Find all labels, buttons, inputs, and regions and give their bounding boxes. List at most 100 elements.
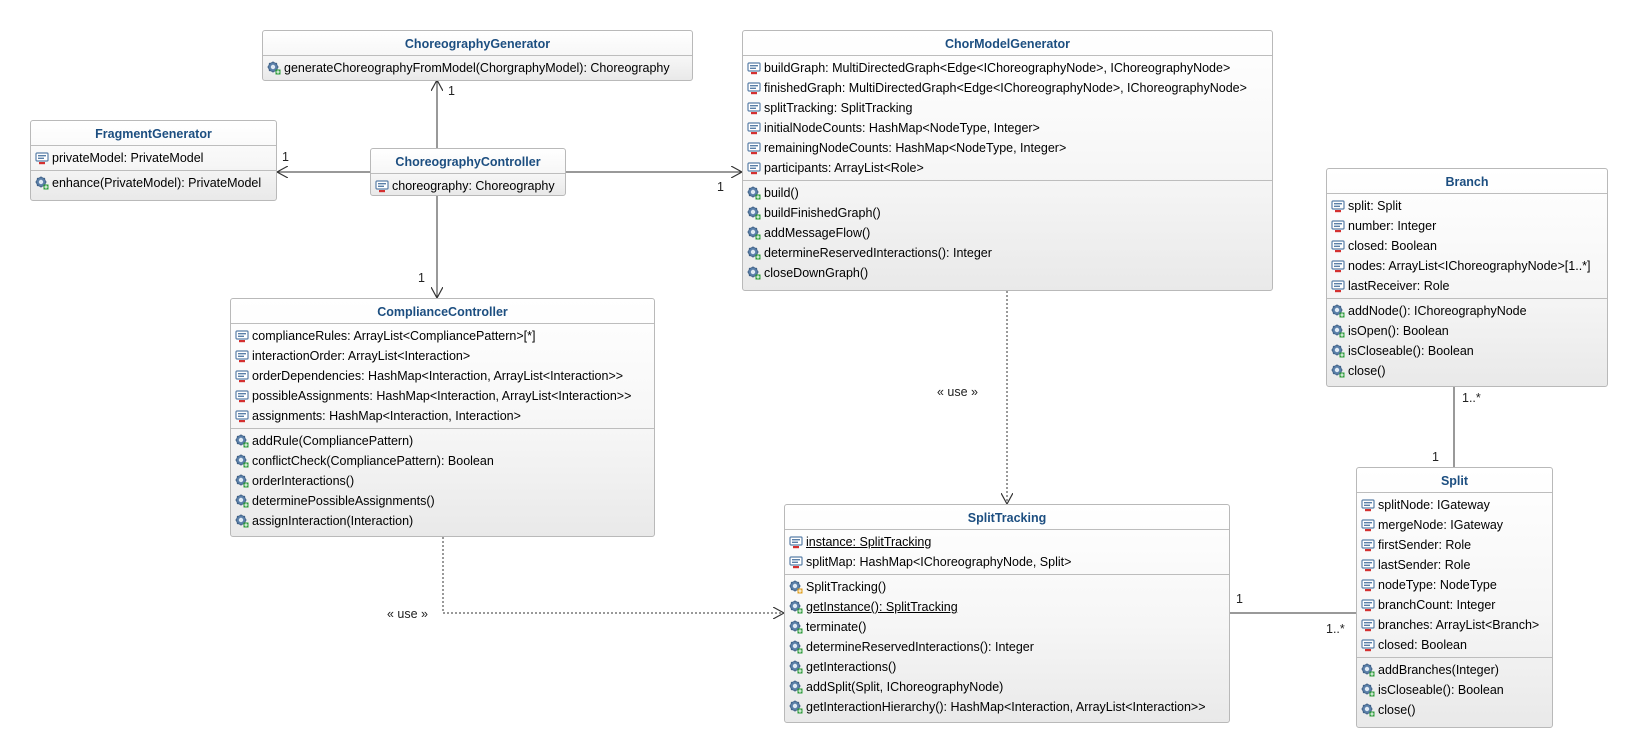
- operation-row[interactable]: closeDownGraph(): [743, 263, 1272, 283]
- attribute-row[interactable]: participants: ArrayList<Role>: [743, 158, 1272, 178]
- attribute-row[interactable]: number: Integer: [1327, 216, 1607, 236]
- attribute-row[interactable]: buildGraph: MultiDirectedGraph<Edge<ICho…: [743, 58, 1272, 78]
- operation-text: determineReservedInteractions(): Integer: [806, 640, 1034, 654]
- attribute-text: branchCount: Integer: [1378, 598, 1496, 612]
- attribute-row[interactable]: splitMap: HashMap<IChoreographyNode, Spl…: [785, 552, 1229, 572]
- operation-text: isCloseable(): Boolean: [1378, 683, 1504, 697]
- operation-text: determineReservedInteractions(): Integer: [764, 246, 992, 260]
- operation-row[interactable]: close(): [1327, 361, 1607, 381]
- operation-row[interactable]: determinePossibleAssignments(): [231, 491, 654, 511]
- stereotype-use-compliance: « use »: [387, 607, 429, 621]
- operation-row[interactable]: getInteractions(): [785, 657, 1229, 677]
- operation-row[interactable]: getInteractionHierarchy(): HashMap<Inter…: [785, 697, 1229, 717]
- operation-text: close(): [1348, 364, 1386, 378]
- operation-row[interactable]: close(): [1357, 700, 1552, 720]
- operation-row[interactable]: terminate(): [785, 617, 1229, 637]
- attributes: instance: SplitTracking splitMap: HashMap…: [785, 530, 1229, 575]
- class-fragment-generator[interactable]: FragmentGenerator privateModel: PrivateM…: [30, 120, 277, 201]
- attribute-row[interactable]: interactionOrder: ArrayList<Interaction>: [231, 346, 654, 366]
- private-attribute-icon: [747, 101, 761, 115]
- attribute-text: mergeNode: IGateway: [1378, 518, 1504, 532]
- attribute-row[interactable]: possibleAssignments: HashMap<Interaction…: [231, 386, 654, 406]
- attribute-row[interactable]: firstSender: Role: [1357, 535, 1552, 555]
- operation-row[interactable]: addMessageFlow(): [743, 223, 1272, 243]
- operation-text: build(): [764, 186, 799, 200]
- constructor-icon: [789, 580, 803, 594]
- operations: build() buildFinishedGraph()addMessageFlo…: [743, 181, 1272, 285]
- attribute-row[interactable]: lastSender: Role: [1357, 555, 1552, 575]
- operation-text: addRule(CompliancePattern): [252, 434, 414, 448]
- operation-text: addSplit(Split, IChoreographyNode): [806, 680, 1004, 694]
- attribute-row[interactable]: remainingNodeCounts: HashMap<NodeType, I…: [743, 138, 1272, 158]
- private-attribute-icon: [1361, 538, 1375, 552]
- public-operation-icon: [747, 226, 761, 240]
- operation-text: close(): [1378, 703, 1416, 717]
- operation-row[interactable]: buildFinishedGraph(): [743, 203, 1272, 223]
- attribute-row[interactable]: branchCount: Integer: [1357, 595, 1552, 615]
- operation-row[interactable]: conflictCheck(CompliancePattern): Boolea…: [231, 451, 654, 471]
- attribute-row[interactable]: instance: SplitTracking: [785, 532, 1229, 552]
- attribute-text: instance: SplitTracking: [806, 535, 932, 549]
- attribute-row[interactable]: closed: Boolean: [1357, 635, 1552, 655]
- operation-row[interactable]: build(): [743, 183, 1272, 203]
- attribute-row[interactable]: closed: Boolean: [1327, 236, 1607, 256]
- attribute-row[interactable]: finishedGraph: MultiDirectedGraph<Edge<I…: [743, 78, 1272, 98]
- attribute-text: splitTracking: SplitTracking: [764, 101, 913, 115]
- attribute-row[interactable]: privateModel: PrivateModel: [31, 148, 276, 168]
- operation-row[interactable]: determineReservedInteractions(): Integer: [743, 243, 1272, 263]
- attribute-row[interactable]: nodeType: NodeType: [1357, 575, 1552, 595]
- operation-row[interactable]: isCloseable(): Boolean: [1327, 341, 1607, 361]
- operation-row[interactable]: orderInteractions(): [231, 471, 654, 491]
- operation-row[interactable]: enhance(PrivateModel): PrivateModel: [31, 173, 276, 193]
- class-name: ChoreographyGenerator: [263, 31, 692, 56]
- attribute-row[interactable]: split: Split: [1327, 196, 1607, 216]
- class-name: ChoreographyController: [371, 149, 565, 174]
- class-compliance-controller[interactable]: ComplianceController complianceRules: Ar…: [230, 298, 655, 537]
- multiplicity-model-generator-end: 1: [717, 180, 724, 194]
- operation-row[interactable]: generateChoreographyFromModel(Chorgraphy…: [263, 58, 692, 78]
- attribute-text: assignments: HashMap<Interaction, Intera…: [252, 409, 521, 423]
- attribute-row[interactable]: lastReceiver: Role: [1327, 276, 1607, 296]
- operation-row[interactable]: assignInteraction(Interaction): [231, 511, 654, 531]
- attribute-text: nodes: ArrayList<IChoreographyNode>[1..*…: [1348, 259, 1591, 273]
- operation-row[interactable]: addBranches(Integer): [1357, 660, 1552, 680]
- class-choreography-controller[interactable]: ChoreographyController choreography: Cho…: [370, 148, 566, 196]
- attribute-row[interactable]: nodes: ArrayList<IChoreographyNode>[1..*…: [1327, 256, 1607, 276]
- operation-row[interactable]: isOpen(): Boolean: [1327, 321, 1607, 341]
- operation-text: addNode(): IChoreographyNode: [1348, 304, 1527, 318]
- operation-row[interactable]: getInstance(): SplitTracking: [785, 597, 1229, 617]
- private-attribute-icon: [1331, 219, 1345, 233]
- operation-row[interactable]: addSplit(Split, IChoreographyNode): [785, 677, 1229, 697]
- attribute-row[interactable]: branches: ArrayList<Branch>: [1357, 615, 1552, 635]
- operation-row[interactable]: SplitTracking(): [785, 577, 1229, 597]
- private-attribute-icon: [1331, 279, 1345, 293]
- private-attribute-icon: [35, 151, 49, 165]
- operation-row[interactable]: addRule(CompliancePattern): [231, 431, 654, 451]
- attribute-row[interactable]: mergeNode: IGateway: [1357, 515, 1552, 535]
- private-attribute-icon: [1361, 558, 1375, 572]
- attribute-row[interactable]: initialNodeCounts: HashMap<NodeType, Int…: [743, 118, 1272, 138]
- public-operation-icon: [235, 454, 249, 468]
- attribute-row[interactable]: assignments: HashMap<Interaction, Intera…: [231, 406, 654, 426]
- operation-row[interactable]: determineReservedInteractions(): Integer: [785, 637, 1229, 657]
- attribute-row[interactable]: orderDependencies: HashMap<Interaction, …: [231, 366, 654, 386]
- attribute-text: branches: ArrayList<Branch>: [1378, 618, 1540, 632]
- public-operation-icon: [789, 600, 803, 614]
- class-choreography-generator[interactable]: ChoreographyGenerator generateChoreograp…: [262, 30, 693, 81]
- operation-text: SplitTracking(): [806, 580, 887, 594]
- attribute-row[interactable]: splitNode: IGateway: [1357, 495, 1552, 515]
- operation-row[interactable]: isCloseable(): Boolean: [1357, 680, 1552, 700]
- private-attribute-icon: [1361, 498, 1375, 512]
- attributes: splitNode: IGateway mergeNode: IGateway fi…: [1357, 493, 1552, 658]
- class-chor-model-generator[interactable]: ChorModelGenerator buildGraph: MultiDire…: [742, 30, 1273, 291]
- multiplicity-generator-end: 1: [448, 84, 455, 98]
- operations: addRule(CompliancePattern) conflictCheck(…: [231, 429, 654, 533]
- attribute-row[interactable]: complianceRules: ArrayList<CompliancePat…: [231, 326, 654, 346]
- dependency-compliance-split-tracking: [442, 537, 784, 613]
- attribute-row[interactable]: splitTracking: SplitTracking: [743, 98, 1272, 118]
- attribute-row[interactable]: choreography: Choreography: [371, 176, 565, 195]
- operation-row[interactable]: addNode(): IChoreographyNode: [1327, 301, 1607, 321]
